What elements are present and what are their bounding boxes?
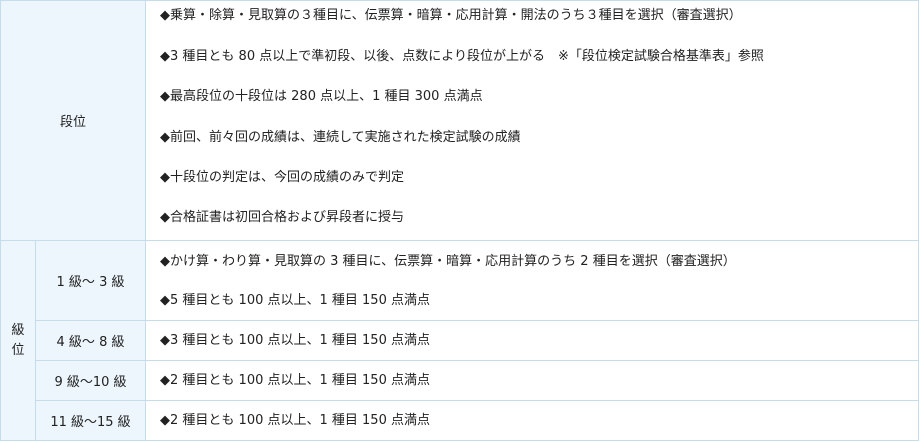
- kyu-label: 級 位: [0, 240, 36, 441]
- dan-line: ◆最高段位の十段位は 280 点以上、1 種目 300 点満点: [160, 89, 483, 105]
- kyu-line: ◆3 種目とも 100 点以上、1 種目 150 点満点: [160, 333, 430, 348]
- kyu-line: ◆かけ算・わり算・見取算の 3 種目に、伝票算・暗算・応用計算のうち 2 種目を…: [160, 253, 736, 269]
- kyu-description: ◆かけ算・わり算・見取算の 3 種目に、伝票算・暗算・応用計算のうち 2 種目を…: [145, 240, 920, 321]
- kyu-row: 級 位 1 級～ 3 級 ◆かけ算・わり算・見取算の 3 種目に、伝票算・暗算・…: [0, 240, 920, 441]
- kyu-description: ◆2 種目とも 100 点以上、1 種目 150 点満点: [145, 400, 920, 441]
- dan-line: ◆合格証書は初回合格および昇段者に授与: [160, 210, 405, 226]
- dan-line: ◆3 種目とも 80 点以上で準初段、以後、点数により段位が上がる ※「段位検定…: [160, 48, 764, 64]
- kyu-description: ◆3 種目とも 100 点以上、1 種目 150 点満点: [145, 320, 920, 361]
- kyu-grade-label: 9 級～10 級: [34, 360, 147, 401]
- kyu-line: ◆5 種目とも 100 点以上、1 種目 150 点満点: [160, 292, 430, 308]
- kyu-row: 11 級～15 級 ◆2 種目とも 100 点以上、1 種目 150 点満点: [1, 400, 920, 441]
- kyu-line: ◆2 種目とも 100 点以上、1 種目 150 点満点: [160, 413, 430, 428]
- kyu-label-char: 位: [11, 342, 25, 358]
- kyu-row: 9 級～10 級 ◆2 種目とも 100 点以上、1 種目 150 点満点: [1, 360, 920, 401]
- dan-row: 段位 ◆乗算・除算・見取算の３種目に、伝票算・暗算・応用計算・開法のうち３種目を…: [0, 0, 920, 241]
- dan-line: ◆十段位の判定は、今回の成績のみで判定: [160, 169, 405, 185]
- kyu-label-char: 級: [11, 322, 25, 338]
- kyu-line: ◆2 種目とも 100 点以上、1 種目 150 点満点: [160, 373, 430, 388]
- kyu-grade-label: 4 級～ 8 級: [34, 320, 147, 361]
- kyu-grade-label: 11 級～15 級: [34, 400, 147, 441]
- dan-line: ◆乗算・除算・見取算の３種目に、伝票算・暗算・応用計算・開法のうち３種目を選択（…: [160, 8, 742, 24]
- dan-description: ◆乗算・除算・見取算の３種目に、伝票算・暗算・応用計算・開法のうち３種目を選択（…: [145, 0, 920, 241]
- kyu-description: ◆2 種目とも 100 点以上、1 種目 150 点満点: [145, 360, 920, 401]
- dan-label: 段位: [0, 0, 147, 241]
- kyu-row: 4 級～ 8 級 ◆3 種目とも 100 点以上、1 種目 150 点満点: [1, 320, 920, 361]
- kyu-grade-label: 1 級～ 3 級: [34, 240, 147, 321]
- dan-line: ◆前回、前々回の成績は、連続して実施された検定試験の成績: [160, 129, 521, 145]
